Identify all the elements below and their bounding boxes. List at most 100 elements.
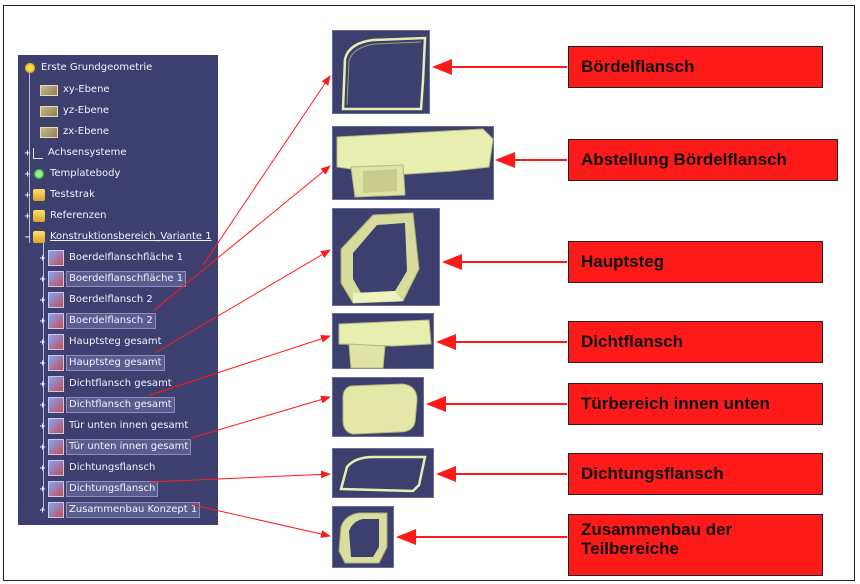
arrow-tree-to-thumbnail [149, 470, 331, 483]
geometrical-set-icon [33, 189, 45, 201]
plane-icon [40, 105, 58, 117]
tree-item-teststrak[interactable]: + Teststrak [24, 189, 95, 201]
expand-icon[interactable]: + [39, 378, 46, 390]
expand-icon[interactable]: + [39, 483, 46, 495]
expand-icon[interactable]: + [39, 441, 46, 453]
tree-item-label: Hauptsteg gesamt [66, 355, 165, 371]
arrow-tree-to-thumbnail [202, 75, 331, 266]
tree-item-feature[interactable]: + Boerdelflansch 2 [39, 312, 156, 330]
expand-icon[interactable]: + [39, 399, 46, 411]
expand-icon[interactable]: + [39, 420, 46, 432]
tree-item-feature[interactable]: + Tür unten innen gesamt [39, 438, 192, 456]
feature-icon [48, 250, 64, 266]
tree-item-feature[interactable]: + Hauptsteg gesamt [39, 354, 165, 372]
feature-icon [48, 397, 64, 413]
feature-icon [48, 376, 64, 392]
expand-icon[interactable]: + [24, 168, 31, 180]
part-preview [340, 212, 420, 304]
feature-icon [48, 313, 64, 329]
tree-item-label: Dichtungsflansch [65, 481, 159, 497]
tree-item-label: Hauptsteg gesamt [69, 336, 162, 347]
tree-item-feature[interactable]: + Boerdelflansch 2 [39, 291, 155, 309]
axis-system-icon [33, 147, 43, 159]
thumbnail-dichtflansch [332, 313, 434, 369]
tree-item-label: Boerdelflansch 2 [69, 294, 153, 305]
expand-icon[interactable]: + [39, 357, 46, 369]
arrow-tree-to-thumbnail [190, 395, 331, 439]
tree-item-feature[interactable]: +Boerdelflanschfläche 1 [39, 270, 187, 288]
arrow-tree-to-thumbnail [152, 165, 331, 312]
tree-item-templatebody[interactable]: + Templatebody [24, 168, 121, 180]
tree-item-feature[interactable]: + Zusammenbau Konzept 1 [39, 501, 201, 519]
feature-icon [48, 355, 64, 371]
feature-icon [48, 271, 64, 287]
arrow-tree-to-thumbnail [192, 504, 331, 538]
specification-tree: Erste Grundgeometrie xy-Ebene yz-Ebene z… [18, 55, 218, 525]
tree-item-referenzen[interactable]: + Referenzen [24, 210, 107, 222]
tree-item-feature[interactable]: + Dichtflansch gesamt [39, 375, 174, 393]
figure-frame [3, 5, 855, 581]
expand-icon[interactable]: + [39, 336, 46, 348]
callout-abstellung-boerdelflansch: Abstellung Bördelflansch [568, 139, 838, 181]
thumbnail-abstellung [332, 126, 494, 200]
tree-item-label: Boerdelflanschfläche 1 [69, 252, 184, 263]
tree-item-axis-systems[interactable]: + Achsensysteme [24, 147, 127, 159]
part-preview [339, 455, 427, 493]
thumbnail-zusammenbau [332, 506, 394, 568]
expand-icon[interactable]: + [39, 462, 46, 474]
tree-item-xy-plane[interactable]: xy-Ebene [40, 81, 112, 99]
callout-zusammenbau: Zusammenbau der Teilbereiche [568, 514, 823, 576]
expand-icon[interactable]: + [39, 315, 46, 327]
thumbnail-boerdelflansch [332, 30, 430, 114]
tree-item-label: Zusammenbau Konzept 1 [65, 502, 201, 518]
tree-item-feature[interactable]: + Hauptsteg gesamt [39, 333, 164, 351]
expand-icon[interactable]: + [24, 189, 31, 201]
geometrical-set-icon [33, 231, 45, 243]
tree-item-label: Boerdelflansch 2 [66, 313, 156, 329]
feature-icon [48, 439, 64, 455]
callout-tuerbereich: Türbereich innen unten [568, 383, 823, 425]
expand-icon[interactable]: + [24, 210, 31, 222]
callout-dichtflansch: Dichtflansch [568, 321, 823, 363]
callout-boerdelflansch: Bördelflansch [568, 46, 823, 88]
expand-icon[interactable]: + [24, 147, 31, 159]
collapse-icon[interactable]: − [24, 231, 31, 243]
arrow-tree-to-thumbnail [149, 335, 331, 396]
expand-icon[interactable]: + [39, 504, 46, 516]
thumbnail-dichtungsflansch [332, 448, 434, 498]
feature-icon [48, 460, 64, 476]
tree-item-zx-plane[interactable]: zx-Ebene [40, 123, 111, 141]
tree-connector [43, 241, 44, 509]
feature-icon [48, 481, 64, 497]
tree-item-feature[interactable]: + Boerdelflanschfläche 1 [39, 249, 185, 267]
tree-item-feature[interactable]: + Dichtungsflansch [39, 480, 159, 498]
tree-item-feature[interactable]: + Tür unten innen gesamt [39, 417, 190, 435]
part-preview [336, 128, 494, 198]
part-preview [338, 512, 388, 564]
tree-item-label: Dichtflansch gesamt [69, 378, 172, 389]
tree-item-konstruktionsbereich[interactable]: − Konstruktionsbereich_Variante 1 [24, 231, 212, 243]
tree-connector [29, 71, 30, 243]
expand-icon[interactable]: + [39, 273, 46, 285]
expand-icon[interactable]: + [39, 294, 46, 306]
tree-item-yz-plane[interactable]: yz-Ebene [40, 102, 111, 120]
plane-icon [40, 126, 58, 138]
feature-icon [48, 334, 64, 350]
tree-item-label: Tür unten innen gesamt [65, 439, 192, 455]
feature-icon [48, 418, 64, 434]
part-preview [342, 383, 418, 435]
part-preview [338, 319, 432, 369]
tree-item-feature[interactable]: + Dichtungsflansch [39, 459, 157, 477]
feature-icon [48, 502, 64, 518]
tree-item-label: Tür unten innen gesamt [69, 420, 189, 431]
tree-item-label: Dichtflansch gesamt [66, 397, 175, 413]
expand-icon[interactable]: + [39, 252, 46, 264]
gear-icon [24, 62, 36, 74]
tree-item-label: Dichtungsflansch [69, 462, 156, 473]
tree-root[interactable]: Erste Grundgeometrie [24, 59, 154, 77]
tree-item-feature[interactable]: + Dichtflansch gesamt [39, 396, 175, 414]
feature-icon [48, 292, 64, 308]
arrow-tree-to-thumbnail [154, 249, 331, 354]
geometrical-set-icon [33, 210, 45, 222]
